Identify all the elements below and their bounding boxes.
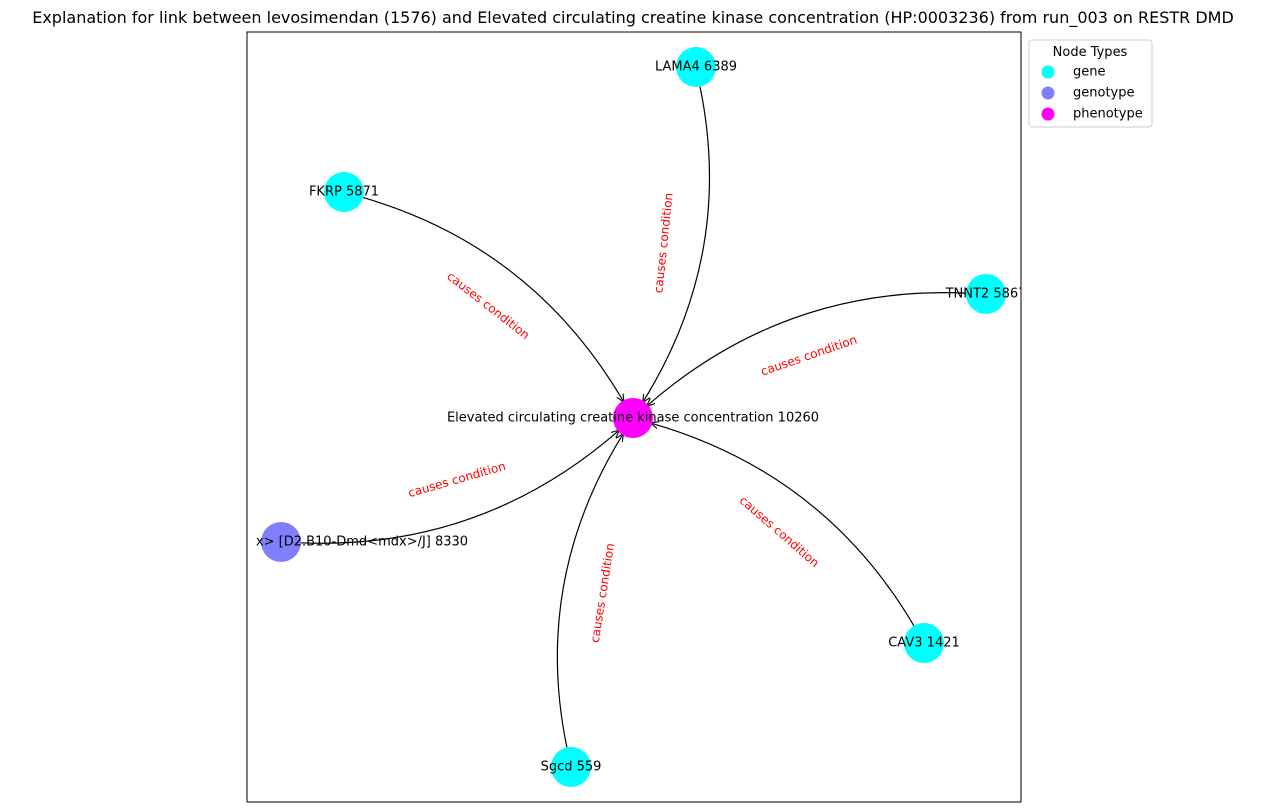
- legend-label-gene: gene: [1073, 65, 1106, 80]
- edge-cav3: [650, 423, 915, 627]
- edge-lama4: [643, 86, 711, 403]
- edge-tnnt2: [647, 292, 967, 407]
- legend-title: Node Types: [1053, 45, 1128, 60]
- legend-frame: [1028, 39, 1153, 128]
- legend-marker-gene: [1041, 65, 1055, 79]
- node-lama4: [676, 47, 716, 87]
- node-label-fkrp: FKRP 5871: [309, 185, 379, 200]
- legend-marker-genotype: [1041, 86, 1055, 100]
- legend-marker-phenotype: [1041, 107, 1055, 121]
- node-hp: [613, 398, 653, 438]
- node-tnnt2: [966, 274, 1006, 314]
- edge-mdx: [300, 430, 620, 544]
- node-label-mdx: x> [D2.B10-Dmd<mdx>/J] 8330: [256, 535, 468, 550]
- edge-sgcd: [556, 433, 623, 748]
- legend-label-phenotype: phenotype: [1073, 107, 1143, 122]
- node-sgcd: [551, 747, 591, 787]
- node-cav3: [904, 623, 944, 663]
- node-label-lama4: LAMA4 6389: [655, 60, 737, 75]
- overflow-labels-layer: Elevated circulating creatine kinase con…: [309, 60, 960, 775]
- legend-items: gene genotype phenotype: [1041, 65, 1143, 122]
- node-label-cav3: CAV3 1421: [888, 636, 960, 651]
- edge-fkrp: [363, 197, 624, 403]
- node-mdx: [261, 522, 301, 562]
- chart-title: Explanation for link between levosimenda…: [32, 8, 1234, 28]
- node-label-hp: Elevated circulating creatine kinase con…: [447, 411, 819, 426]
- node-label-tnnt2: TNNT2 5867: [945, 287, 1027, 302]
- node-labels-layer: TNNT2 5867 x> [D2.B10-Dmd<mdx>/J] 8330: [256, 287, 1027, 550]
- node-fkrp: [324, 172, 364, 212]
- legend: Node Types gene genotype phenotype: [1028, 39, 1153, 128]
- edges-layer: [300, 86, 967, 748]
- legend-label-genotype: genotype: [1073, 86, 1134, 101]
- nodes-layer: [261, 47, 1006, 787]
- node-label-sgcd: Sgcd 559: [541, 760, 602, 775]
